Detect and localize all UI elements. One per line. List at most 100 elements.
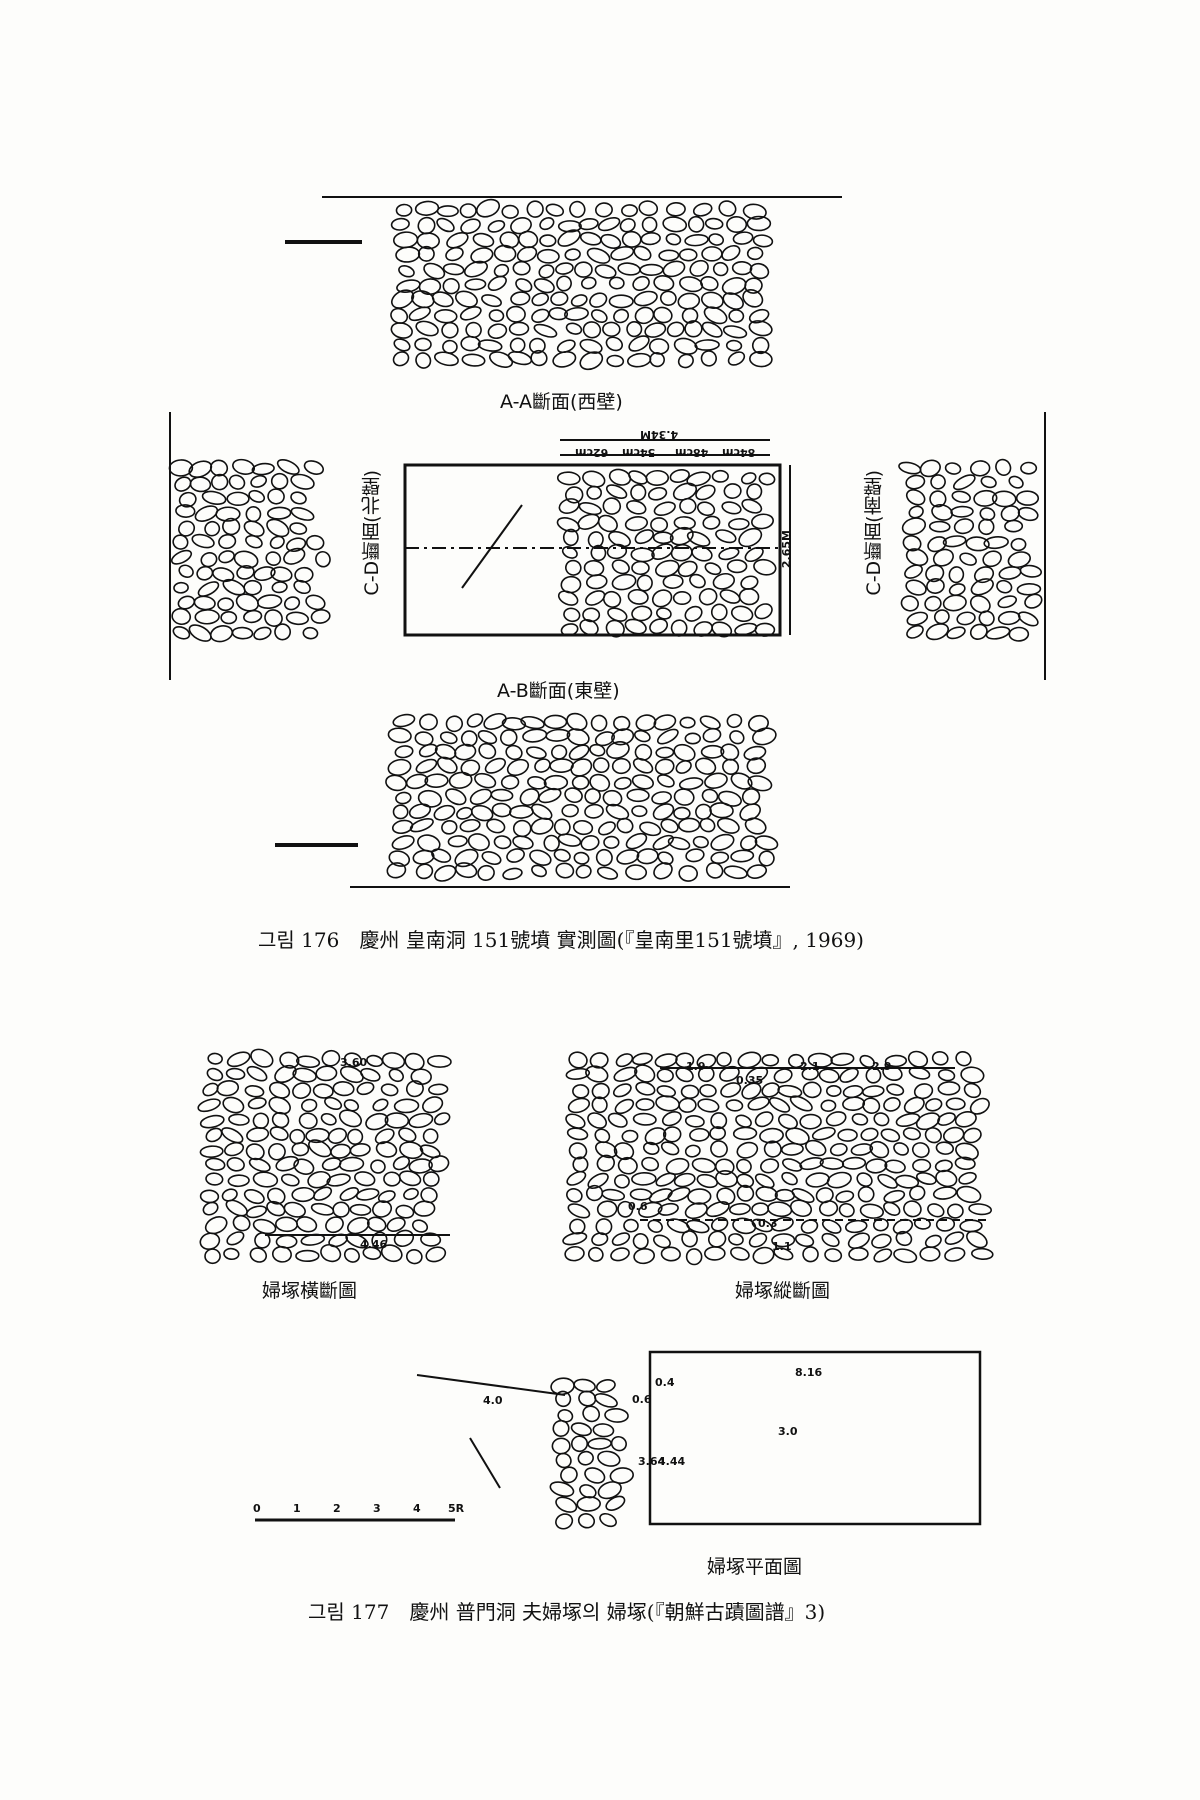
stone bbox=[330, 1143, 352, 1159]
stone bbox=[564, 248, 581, 261]
stone bbox=[659, 290, 677, 306]
stone bbox=[642, 1141, 660, 1155]
stone bbox=[673, 516, 696, 530]
dim-4-0: 4.0 bbox=[483, 1394, 503, 1407]
stone bbox=[543, 774, 569, 791]
stone bbox=[802, 1246, 819, 1263]
stone bbox=[626, 788, 650, 803]
stone bbox=[605, 484, 628, 499]
stone bbox=[445, 788, 467, 806]
stone bbox=[656, 1068, 674, 1083]
stone bbox=[200, 552, 218, 568]
stone bbox=[232, 458, 256, 475]
stone bbox=[602, 590, 622, 608]
stone bbox=[800, 1219, 819, 1234]
stone bbox=[710, 1112, 728, 1130]
stone bbox=[744, 546, 764, 563]
stone bbox=[859, 1054, 875, 1068]
stone bbox=[291, 1142, 310, 1157]
stone bbox=[969, 595, 991, 614]
stone bbox=[732, 1126, 758, 1141]
stone bbox=[640, 232, 661, 246]
stone bbox=[632, 757, 654, 774]
stone bbox=[390, 217, 410, 231]
stone bbox=[290, 506, 315, 521]
stone bbox=[572, 1156, 589, 1173]
stone bbox=[912, 1158, 932, 1173]
stone bbox=[428, 1155, 450, 1173]
stone bbox=[578, 217, 599, 231]
stone bbox=[398, 1127, 417, 1143]
stone bbox=[673, 337, 698, 355]
stone bbox=[1015, 490, 1040, 506]
stone bbox=[478, 742, 497, 760]
stone bbox=[771, 1216, 794, 1232]
stone bbox=[564, 787, 583, 804]
stone bbox=[574, 261, 593, 278]
stone bbox=[758, 850, 775, 867]
stone bbox=[456, 806, 473, 820]
stone bbox=[539, 234, 557, 248]
stone bbox=[617, 1200, 634, 1218]
stone bbox=[349, 1203, 372, 1216]
stone bbox=[649, 352, 665, 368]
stone bbox=[414, 337, 432, 352]
stone bbox=[754, 603, 773, 620]
stone bbox=[525, 746, 547, 760]
stone bbox=[805, 1172, 830, 1188]
stone bbox=[859, 1203, 884, 1219]
stone bbox=[459, 306, 482, 321]
stone bbox=[565, 1113, 586, 1129]
stone bbox=[265, 551, 282, 566]
stone bbox=[568, 1051, 588, 1069]
stone bbox=[627, 588, 649, 605]
stone bbox=[700, 350, 717, 367]
stone bbox=[826, 1171, 852, 1189]
stone bbox=[324, 1096, 343, 1111]
stone bbox=[293, 1158, 315, 1175]
stone bbox=[723, 483, 742, 499]
stone bbox=[395, 791, 412, 805]
stone bbox=[613, 308, 630, 324]
stone bbox=[725, 339, 743, 352]
stone bbox=[777, 1084, 803, 1098]
stone bbox=[560, 623, 579, 637]
stone bbox=[653, 501, 676, 516]
stone bbox=[633, 729, 651, 743]
stone bbox=[310, 609, 331, 624]
stone bbox=[493, 244, 517, 263]
stone bbox=[966, 1230, 988, 1249]
stone bbox=[631, 1172, 657, 1186]
stone bbox=[959, 1219, 983, 1233]
stone bbox=[530, 817, 554, 835]
stone bbox=[460, 759, 481, 777]
stone bbox=[391, 289, 415, 309]
stone bbox=[944, 1247, 966, 1262]
stone bbox=[594, 1393, 618, 1408]
stone bbox=[638, 200, 659, 217]
stone bbox=[634, 743, 653, 761]
stone bbox=[590, 309, 608, 324]
stone bbox=[454, 743, 477, 761]
stone bbox=[631, 1052, 653, 1066]
stone bbox=[883, 1097, 901, 1112]
stone bbox=[928, 520, 951, 533]
stone bbox=[445, 715, 464, 733]
label-plan: 婦塚平面圖 bbox=[707, 1556, 803, 1578]
stone bbox=[902, 1127, 921, 1141]
stone bbox=[512, 260, 531, 276]
stone bbox=[851, 1113, 869, 1126]
stone bbox=[905, 579, 927, 596]
stone bbox=[199, 1145, 224, 1158]
stone bbox=[560, 1466, 578, 1484]
stone bbox=[651, 543, 674, 561]
stone bbox=[285, 537, 307, 553]
stone bbox=[716, 1187, 736, 1205]
stone bbox=[459, 203, 477, 219]
stone bbox=[592, 757, 610, 774]
stone bbox=[580, 835, 600, 851]
stone bbox=[271, 1245, 292, 1263]
stone bbox=[937, 1069, 956, 1082]
stone bbox=[898, 461, 922, 475]
